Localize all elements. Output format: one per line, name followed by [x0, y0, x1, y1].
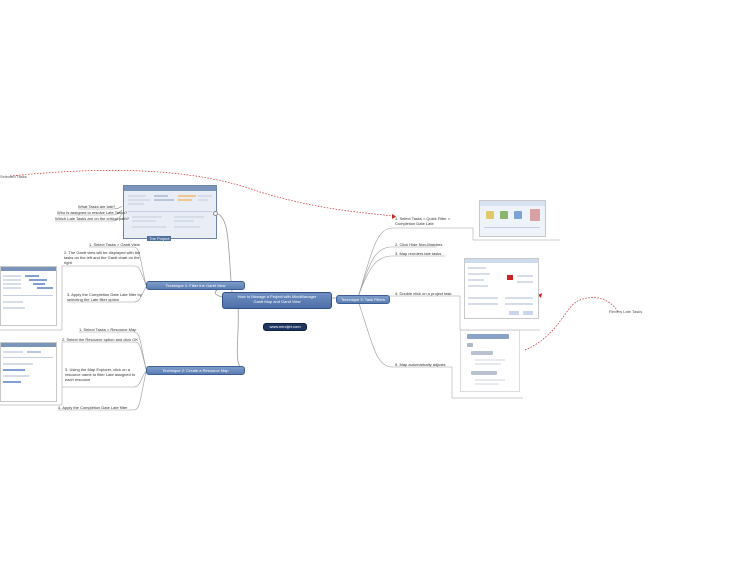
website-badge[interactable]: www.mindjet.com: [263, 323, 307, 331]
project-question-1: What Tasks are late?: [78, 204, 116, 209]
technique-2-step-4: 4. Apply the Completion Date Late filter: [58, 405, 128, 410]
technique-3-step-5: 5. Map automatically adjusts: [395, 362, 446, 367]
technique-2-step-1: 1. Select Tasks > Resource Map: [79, 327, 137, 332]
technique-3-step-1: 1. Select Tasks > Quick Filter > Complet…: [395, 216, 451, 226]
relationship-line-selected-tasks: [9, 170, 393, 217]
technique-2-topic[interactable]: Technique 2: Create a Resource Map: [146, 366, 245, 375]
relationship-line-review: [524, 297, 619, 351]
annotation-selected-tasks: Selected Tasks: [0, 174, 27, 179]
quick-filter-ribbon-screenshot: [479, 200, 546, 237]
central-topic-line-1: How to Manage a Project with MindManager: [237, 294, 317, 299]
project-question-3: Which Late Tasks are on the critical pat…: [55, 216, 129, 221]
technique-3-topic[interactable]: Technique 3: Task Filters: [336, 295, 390, 304]
task-info-dialog-screenshot: [464, 258, 539, 319]
project-question-2: Who is assigned to resolve Late Tasks?: [57, 210, 128, 215]
technique-2-step-2: 2. Select the Resource option and click …: [62, 337, 139, 342]
resource-map-screenshot: [0, 342, 57, 402]
connector-technique2: [236, 304, 245, 371]
central-topic-line-2: Gantt Map and Gantt View: [253, 299, 301, 304]
annotation-review-late-tasks: Review Late Tasks: [609, 309, 643, 314]
gantt-view-screenshot: [0, 266, 57, 326]
collapse-toggle-icon[interactable]: [213, 211, 218, 216]
technique-1-topic[interactable]: Technique 1: Filter the Gantt View: [146, 281, 245, 290]
technique-1-step-1: 1. Select Tasks > Gantt View: [89, 242, 140, 247]
technique-1-step-3: 3. Apply the Completion Date Late filter…: [67, 292, 142, 302]
adjusted-map-screenshot: [460, 330, 520, 392]
project-label: The Project: [147, 236, 172, 241]
technique-3-step-2: 2. Click Hide Non-Matches: [395, 242, 443, 247]
connector-project: [217, 213, 233, 293]
technique-2-step-3: 3. Using the Map Explorer, click on a re…: [65, 367, 136, 382]
project-screenshot: [123, 185, 217, 239]
technique-1-step-2: 2. The Gantt view will be displayed with…: [64, 250, 141, 265]
central-topic[interactable]: How to Manage a Project with MindManager…: [222, 292, 332, 309]
technique-3-step-3: 3. Map reorders late tasks: [395, 251, 442, 256]
technique-3-step-4: 4. Double click on a project task: [395, 291, 452, 296]
